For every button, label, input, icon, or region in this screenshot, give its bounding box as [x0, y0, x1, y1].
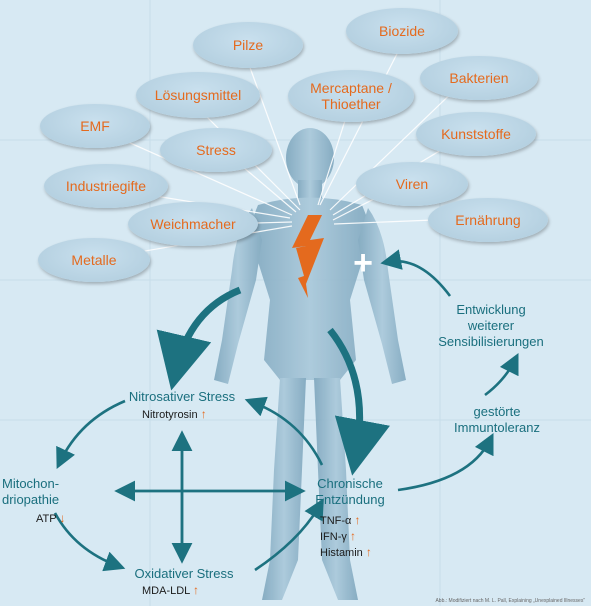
bubble-label: Metalle: [71, 252, 117, 268]
big-curved-arrow-right: [327, 327, 390, 476]
sens-line3: Sensibilisierungen: [438, 334, 544, 349]
arrow-up-icon: ↑: [349, 529, 356, 543]
figure-credit: Abb.: Modifiziert nach M. L. Pall, Expla…: [435, 598, 585, 604]
bubble-biozide: Biozide: [346, 8, 458, 54]
mda-ldl-text: MDA-LDL: [142, 585, 190, 597]
chronisch-line2: Entzündung: [315, 492, 385, 507]
big-curved-arrow-left: [156, 286, 242, 391]
bubble-label: Mercaptane /: [310, 80, 392, 96]
bubble-label: Ernährung: [455, 212, 521, 228]
immun-line1: gestörte: [473, 404, 521, 419]
arrow-up-icon: ↑: [200, 407, 207, 421]
bubble-emf: EMF: [40, 104, 150, 148]
nitrotyrosin-marker: Nitrotyrosin ↑: [142, 408, 207, 422]
mito-line2: driopathie: [2, 492, 60, 507]
histamin-marker: Histamin ↑: [320, 546, 372, 560]
bubble-label: Stress: [196, 142, 236, 158]
bubble-label: Bakterien: [449, 70, 509, 86]
mda-ldl-marker: MDA-LDL ↑: [142, 584, 199, 598]
arrow-down-icon: ↓: [59, 511, 66, 525]
lightning-bolt-icon: [292, 215, 324, 298]
nitrosativer-stress-label: Nitrosativer Stress: [128, 389, 236, 404]
arrow-up-icon: ↑: [365, 545, 372, 559]
cycle-arrows: [53, 249, 519, 572]
sens-line2: weiterer: [467, 318, 515, 333]
chronisch-line1: Chronische: [317, 476, 383, 491]
bubble-label: Lösungsmittel: [154, 87, 242, 103]
bubble-stress: Stress: [160, 128, 272, 172]
bubble-metalle: Metalle: [38, 238, 150, 282]
bubble-label: Thioether: [321, 96, 381, 112]
bubble-label: Biozide: [379, 23, 425, 39]
human-silhouette: [214, 128, 406, 600]
bubble-weichmacher: Weichmacher: [128, 202, 258, 246]
bubble-label: EMF: [80, 118, 110, 134]
oxidativer-stress-label: Oxidativer Stress: [134, 566, 234, 581]
tnf-text: TNF-α: [320, 515, 352, 527]
sens-line1: Entwicklung: [456, 302, 526, 317]
ifn-marker: IFN-γ ↑: [320, 530, 356, 544]
atp-marker: ATP ↓: [36, 512, 65, 526]
atp-text: ATP: [36, 513, 57, 525]
bubble-kunststoffe: Kunststoffe: [416, 112, 536, 156]
bubble-ernaehrung: Ernährung: [428, 198, 548, 242]
nitrotyrosin-text: Nitrotyrosin: [142, 409, 198, 421]
bubble-label: Weichmacher: [150, 216, 236, 232]
histamin-text: Histamin: [320, 547, 363, 559]
bubble-pilze: Pilze: [193, 22, 303, 68]
bubble-label: Pilze: [232, 37, 264, 53]
bubble-bakterien: Bakterien: [420, 56, 538, 100]
arrow-up-icon: ↑: [354, 513, 361, 527]
bubble-loesungsmittel: Lösungsmittel: [136, 72, 260, 118]
mitochondriopathie-label: Mitochon-driopathie: [2, 476, 102, 508]
tnf-marker: TNF-α ↑: [320, 514, 360, 528]
immun-line2: Immuntoleranz: [454, 420, 540, 435]
bubble-label: Viren: [395, 176, 429, 192]
bubble-label: Kunststoffe: [441, 126, 511, 142]
mito-line1: Mitochon-: [2, 476, 60, 491]
arrow-up-icon: ↑: [192, 583, 199, 597]
bubble-industriegifte: Industriegifte: [44, 164, 168, 208]
bubble-label: Industriegifte: [65, 178, 147, 194]
bubble-viren: Viren: [356, 162, 468, 206]
ifn-text: IFN-γ: [320, 531, 347, 543]
bubble-mercaptane: Mercaptane /Thioether: [288, 70, 414, 122]
plus-icon: +: [353, 244, 373, 282]
